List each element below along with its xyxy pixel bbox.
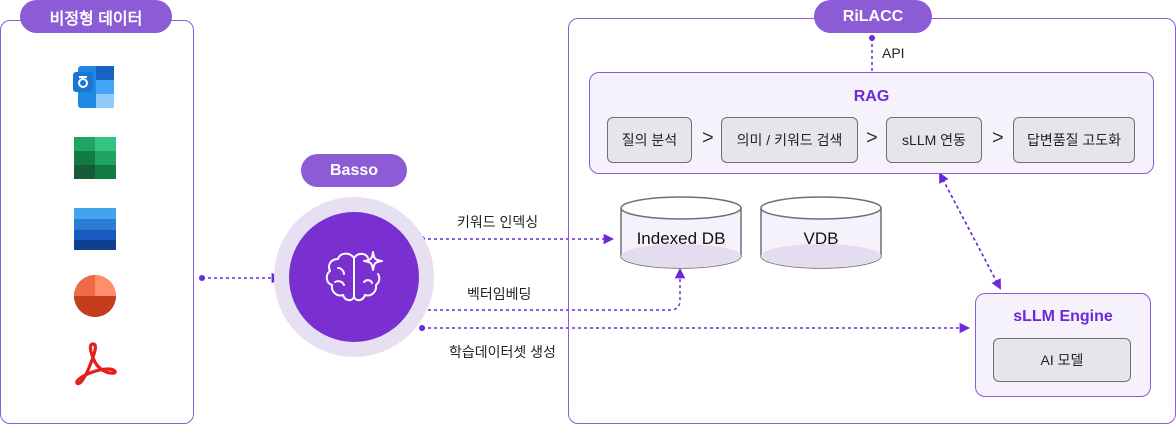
hwp-file-icon <box>73 66 114 108</box>
rag-step-query-analysis: 질의 분석 <box>607 117 692 163</box>
rag-step-separator: > <box>992 127 1004 149</box>
vector-embedding-arrow <box>422 267 686 311</box>
sllm-engine-title: sLLM Engine <box>1013 308 1113 325</box>
keyword-indexing-label: 키워드 인덱싱 <box>457 214 539 230</box>
rag-step-separator: > <box>702 127 714 149</box>
rag-step-answer-quality: 답변품질 고도화 <box>1013 117 1135 163</box>
brain-sparkle-icon <box>325 251 383 302</box>
indexed-db-cylinder <box>620 196 742 269</box>
ai-model-box: AI 모델 <box>993 338 1131 382</box>
indexed-db-label: Indexed DB <box>636 229 726 248</box>
rag-title: RAG <box>853 88 890 105</box>
rag-step-separator: > <box>866 127 878 149</box>
pdf-file-icon <box>75 342 117 386</box>
vector-embedding-label: 벡터임베딩 <box>467 286 532 302</box>
unstructured-data-title: 비정형 데이터 <box>20 0 172 33</box>
excel-file-icon <box>74 137 116 179</box>
powerpoint-file-icon <box>74 275 116 317</box>
vdb-label: VDB <box>803 229 839 248</box>
rag-step-semantic-keyword-search: 의미 / 키워드 검색 <box>721 117 858 163</box>
api-label: API <box>882 45 905 61</box>
rag-step-sllm-integration: sLLM 연동 <box>886 117 982 163</box>
rilacc-title: RiLACC <box>814 0 932 33</box>
vdb-cylinder <box>760 196 882 269</box>
training-dataset-label: 학습데이터셋 생성 <box>449 344 556 360</box>
word-file-icon <box>74 208 116 250</box>
basso-title: Basso <box>301 154 407 187</box>
